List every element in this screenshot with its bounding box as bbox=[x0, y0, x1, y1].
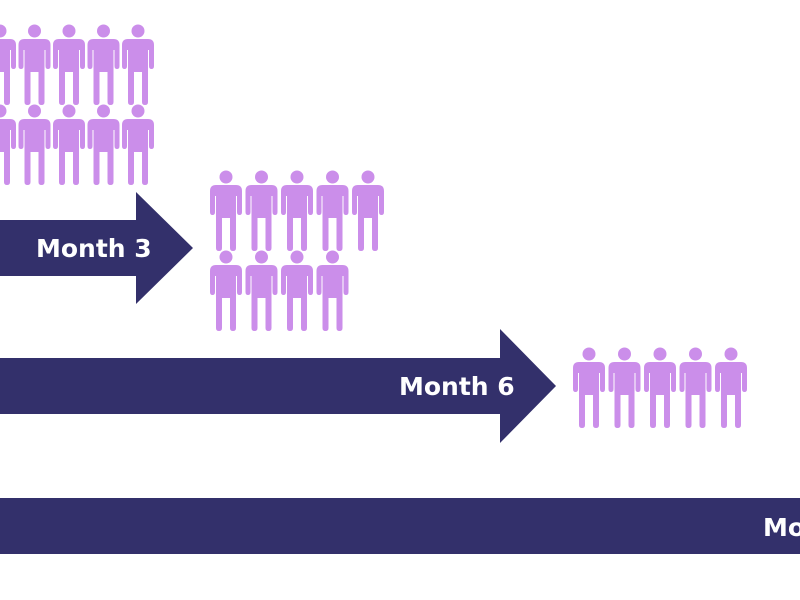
month-3-arrow bbox=[0, 192, 193, 304]
person-icon bbox=[608, 347, 641, 428]
month-6-group bbox=[573, 347, 747, 428]
month-3-group bbox=[210, 170, 384, 331]
person-icon bbox=[0, 24, 16, 105]
person-icon bbox=[122, 104, 154, 185]
month-6-label: Month 6 bbox=[399, 372, 515, 401]
month-6-arrow bbox=[0, 329, 556, 443]
person-icon bbox=[87, 24, 120, 105]
person-icon bbox=[245, 250, 278, 331]
person-icon bbox=[53, 104, 85, 185]
person-icon bbox=[644, 347, 676, 428]
arrows bbox=[0, 192, 800, 554]
person-icon bbox=[245, 170, 278, 251]
person-icon bbox=[573, 347, 605, 428]
person-icon bbox=[53, 24, 85, 105]
person-icon bbox=[0, 104, 16, 185]
person-icon bbox=[316, 170, 349, 251]
person-icon bbox=[281, 170, 313, 251]
person-icon bbox=[210, 170, 242, 251]
top-group bbox=[0, 24, 154, 185]
person-icon bbox=[281, 250, 313, 331]
month-partial-arrow bbox=[0, 498, 800, 554]
person-icon bbox=[316, 250, 349, 331]
month-partial-label: Mo bbox=[763, 513, 800, 542]
person-icon bbox=[715, 347, 747, 428]
person-icon bbox=[122, 24, 154, 105]
person-icon bbox=[679, 347, 712, 428]
person-icon bbox=[18, 24, 51, 105]
person-icon bbox=[352, 170, 384, 251]
person-icon bbox=[87, 104, 120, 185]
person-icon bbox=[18, 104, 51, 185]
month-3-label: Month 3 bbox=[36, 234, 152, 263]
arrow-labels: Month 3 Month 6 Mo bbox=[36, 234, 800, 542]
person-icon bbox=[210, 250, 242, 331]
